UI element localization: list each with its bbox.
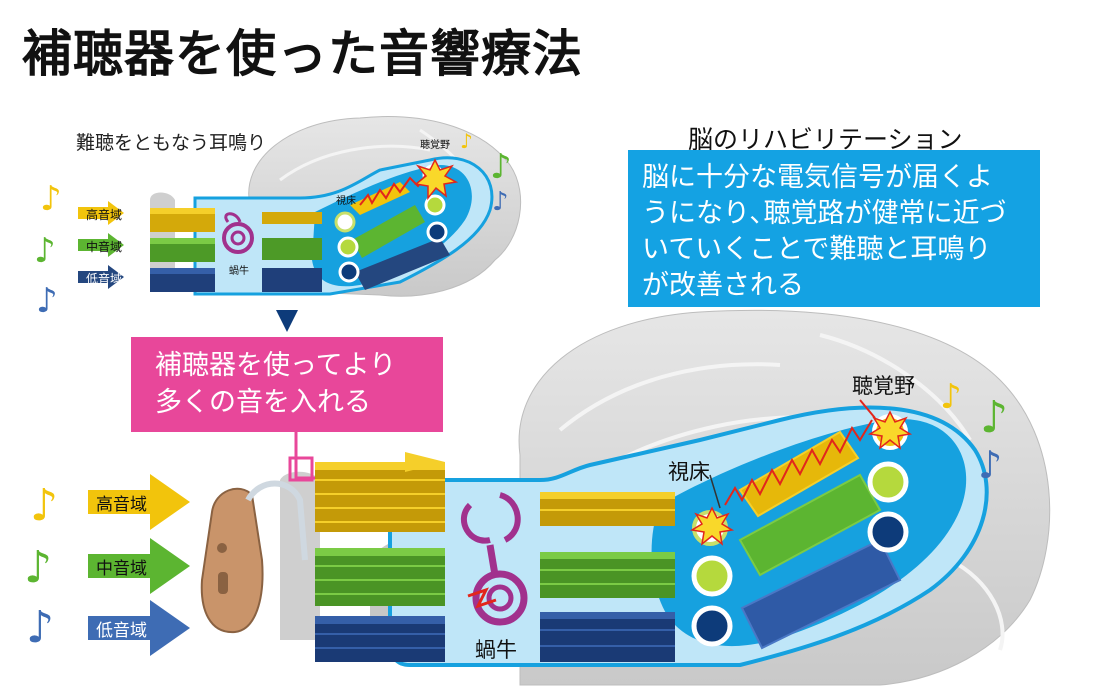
cochlea-icon xyxy=(461,492,528,626)
small-band-label-mid: 中音域 xyxy=(86,240,123,254)
down-arrow-icon xyxy=(276,310,298,332)
small-thalamus-label: 視床 xyxy=(336,196,356,207)
small-notes: ♪ ♪ ♪ ♪ ♪ ♪ xyxy=(34,129,512,321)
rehab-line: 脳に十分な電気信号が届くよ xyxy=(642,162,993,193)
rehab-line: が改善される xyxy=(642,270,804,301)
svg-text:♪: ♪ xyxy=(980,392,1008,443)
small-stacks xyxy=(150,182,450,292)
callout-connector xyxy=(294,432,315,480)
cochlea-label: 蝸牛 xyxy=(475,638,517,662)
svg-text:♪: ♪ xyxy=(978,443,1002,487)
small-zigzag xyxy=(359,171,429,206)
hearing-aid-icon xyxy=(200,480,308,634)
svg-text:♪: ♪ xyxy=(490,147,512,187)
thalamus-leader xyxy=(709,474,721,509)
callout-line: 補聴器を使ってより xyxy=(155,350,397,381)
large-arrows xyxy=(88,474,190,656)
svg-text:♪: ♪ xyxy=(26,602,54,653)
auditory-cortex-label: 聴覚野 xyxy=(852,374,915,398)
small-arrows xyxy=(78,201,124,289)
rehab-line: いていくことで難聴と耳鳴り xyxy=(642,234,992,265)
band-label-high: 高音域 xyxy=(96,495,147,515)
svg-text:♪: ♪ xyxy=(460,129,473,153)
small-band-label-low: 低音域 xyxy=(86,272,123,286)
band-label-low: 低音域 xyxy=(96,621,147,641)
rehab-box: 脳に十分な電気信号が届くよ うになり､聴覚路が健常に近づ いていくことで難聴と耳… xyxy=(628,150,1040,307)
svg-text:♪: ♪ xyxy=(36,281,58,321)
rehab-line: うになり､聴覚路が健常に近づ xyxy=(642,198,1007,229)
rehab-heading: 脳のリハビリテーション xyxy=(688,125,963,154)
callout-box: 補聴器を使ってより 多くの音を入れる xyxy=(131,337,443,432)
svg-text:♪: ♪ xyxy=(24,542,52,593)
burst-icon xyxy=(689,410,913,546)
small-auditory-cortex-label: 聴覚野 xyxy=(420,140,450,151)
signal-zigzag xyxy=(724,419,873,506)
band-label-mid: 中音域 xyxy=(96,559,147,579)
large-notes: ♪ ♪ ♪ ♪ ♪ ♪ xyxy=(24,377,1008,653)
svg-text:♪: ♪ xyxy=(34,231,56,271)
large-stacks xyxy=(315,430,902,662)
svg-text:♪: ♪ xyxy=(40,179,62,219)
small-diagram-caption: 難聴をともなう耳鳴り xyxy=(76,132,267,154)
page-title: 補聴器を使った音響療法 xyxy=(22,25,583,83)
svg-text:♪: ♪ xyxy=(30,480,58,531)
thalamus-label: 視床 xyxy=(668,460,710,484)
callout-line: 多くの音を入れる xyxy=(155,387,371,418)
small-burst-icon xyxy=(414,158,459,201)
small-cochlea-icon xyxy=(222,212,254,254)
small-cochlea-label: 蝸牛 xyxy=(229,266,249,277)
small-band-label-high: 高音域 xyxy=(86,208,123,222)
svg-text:♪: ♪ xyxy=(492,187,509,217)
svg-text:♪: ♪ xyxy=(940,377,962,417)
